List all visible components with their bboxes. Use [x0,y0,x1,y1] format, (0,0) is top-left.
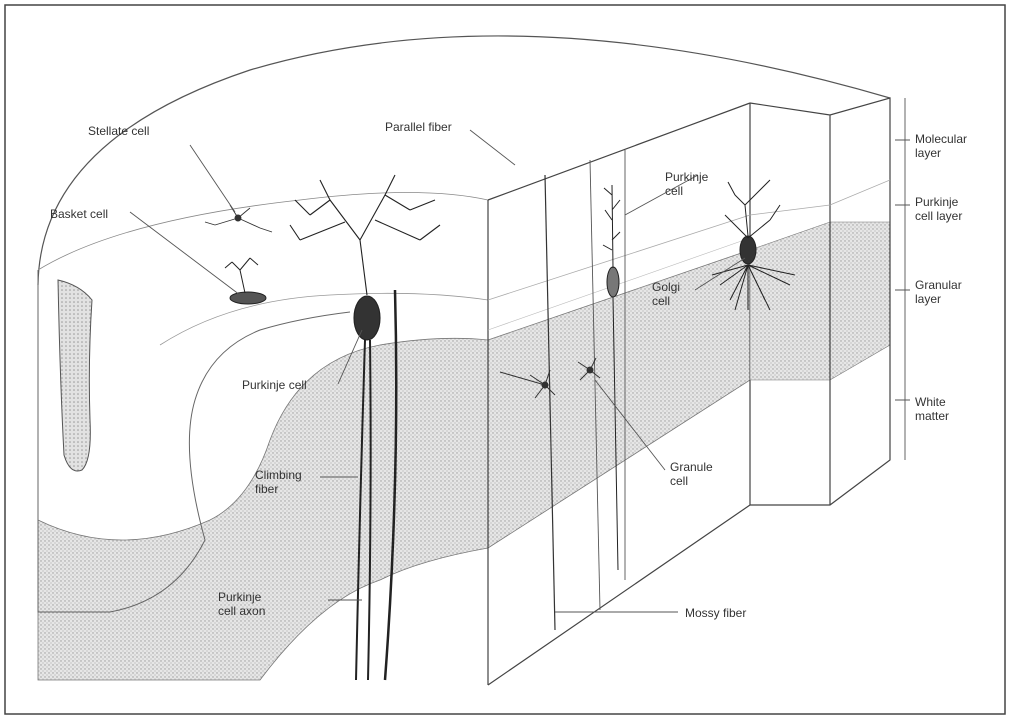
stellate-cell [205,205,272,232]
label-white-matter: White matter [915,395,949,423]
molecular-surface-left [38,193,488,271]
label-granular-layer: Granular layer [915,278,962,306]
label-mossy-fiber: Mossy fiber [685,606,746,620]
label-basket-cell: Basket cell [50,207,108,221]
label-molecular-layer: Molecular layer [915,132,967,160]
label-granule-cell: Granule cell [670,460,713,488]
label-climbing-fiber: Climbing fiber [255,468,302,496]
label-purkinje-cell-mid: Purkinje cell [242,378,307,392]
label-stellate-cell: Stellate cell [88,124,149,138]
white-matter-tongue [58,280,92,471]
block-front-granular-1 [488,250,750,548]
right-pillar-granular [750,222,890,380]
purkinje-line-left [160,293,488,345]
label-parallel-fiber: Parallel fiber [385,120,452,134]
block-top-edge [488,103,750,200]
label-purkinje-cell-top: Purkinje cell [665,170,708,198]
label-purkinje-axon: Purkinje cell axon [218,590,265,618]
label-golgi-cell: Golgi cell [652,280,680,308]
basket-cell [225,258,266,304]
label-purkinje-layer: Purkinje cell layer [915,195,962,223]
